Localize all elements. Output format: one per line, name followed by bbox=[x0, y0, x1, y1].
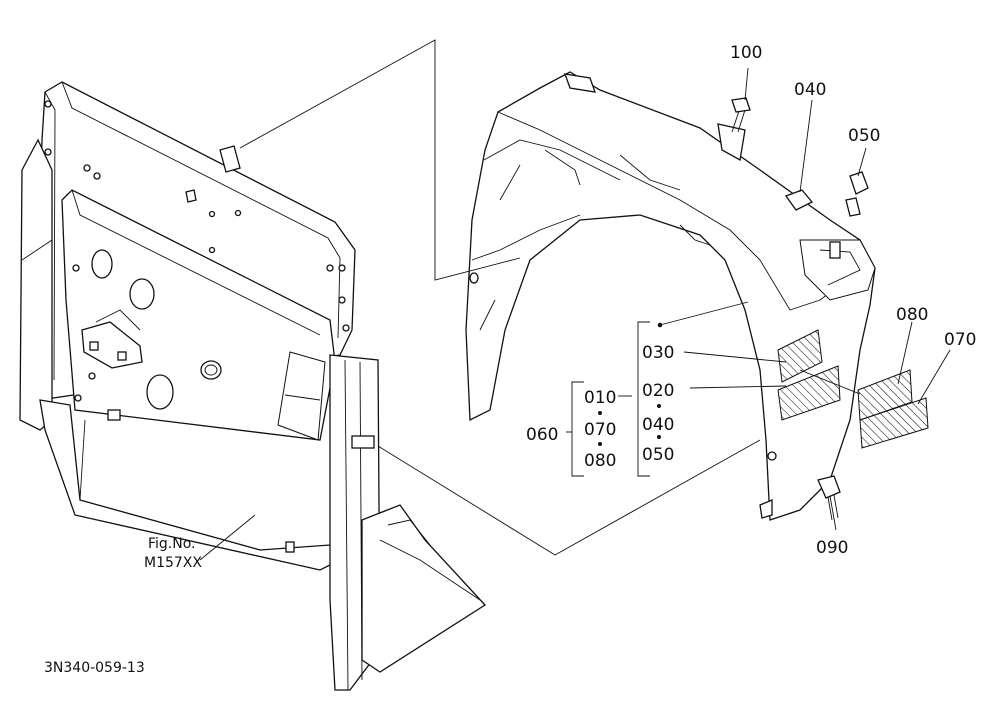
label-080: 080 bbox=[896, 305, 928, 325]
label-090: 090 bbox=[816, 538, 848, 558]
label-080-group: 080 bbox=[584, 451, 616, 471]
separator-dot bbox=[598, 442, 602, 446]
label-040-group: 040 bbox=[642, 415, 674, 435]
label-010: 010 bbox=[584, 388, 616, 408]
label-040: 040 bbox=[794, 80, 826, 100]
separator-dot bbox=[598, 411, 602, 415]
label-060: 060 bbox=[526, 425, 558, 445]
panel-assembly bbox=[19, 81, 487, 691]
label-050-group: 050 bbox=[642, 445, 674, 465]
label-100: 100 bbox=[730, 43, 762, 63]
separator-dot bbox=[657, 404, 661, 408]
separator-dot bbox=[657, 435, 661, 439]
leader-lines bbox=[199, 39, 951, 561]
fig-reference-line2: M157XX bbox=[144, 555, 202, 571]
fig-reference-line1: Fig.No. bbox=[148, 536, 196, 552]
hardware bbox=[731, 97, 869, 521]
label-070-group: 070 bbox=[584, 420, 616, 440]
leader-dot bbox=[657, 322, 663, 328]
drawing-code: 3N340-059-13 bbox=[44, 660, 145, 676]
label-030: 030 bbox=[642, 343, 674, 363]
label-070: 070 bbox=[944, 330, 976, 350]
label-020: 020 bbox=[642, 381, 674, 401]
label-050: 050 bbox=[848, 126, 880, 146]
dash-cover bbox=[465, 71, 876, 521]
